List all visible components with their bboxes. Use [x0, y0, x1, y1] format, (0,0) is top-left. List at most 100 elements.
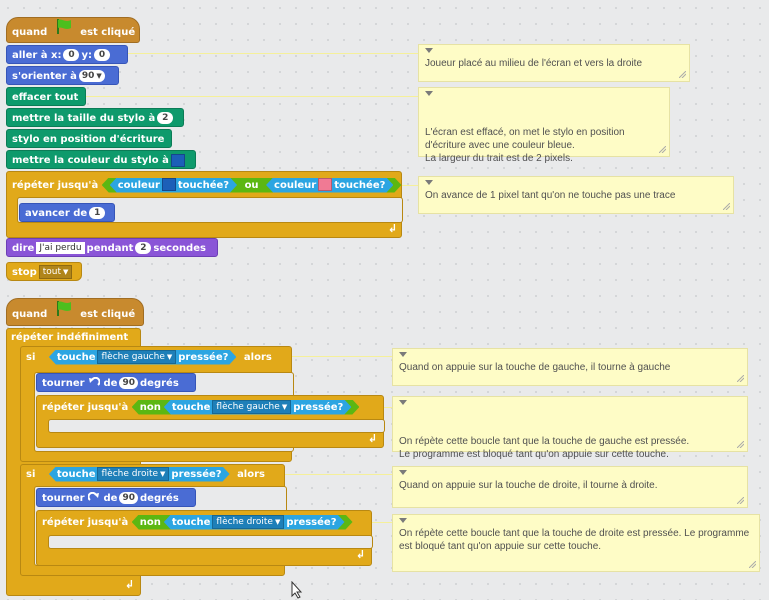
block-label: de	[103, 493, 118, 504]
block-label: tourner	[42, 378, 85, 389]
sensing-label: pressée?	[286, 516, 337, 528]
comment-text: Quand on appuie sur la touche de gauche,…	[399, 362, 671, 373]
block-label: degrés	[140, 378, 179, 389]
hat-label: quand	[12, 309, 48, 320]
degrees-input[interactable]: 90	[119, 492, 138, 504]
resize-grip-icon[interactable]	[749, 561, 756, 568]
clear-block[interactable]: effacer tout	[6, 87, 86, 106]
comment-connector	[384, 407, 392, 408]
degrees-input[interactable]: 90	[119, 377, 138, 389]
collapse-triangle-icon[interactable]	[425, 91, 433, 96]
collapse-triangle-icon[interactable]	[399, 518, 407, 523]
collapse-triangle-icon[interactable]	[399, 400, 407, 405]
comment-connector	[128, 53, 418, 54]
comment-text: Joueur placé au milieu de l'écran et ver…	[425, 58, 643, 69]
direction-input[interactable]: 90▼	[78, 70, 105, 82]
green-flag-icon	[55, 299, 73, 325]
dropdown-arrow-icon: ▼	[63, 268, 69, 276]
loop-arrow-icon: ↲	[356, 548, 366, 561]
when-flag-clicked-hat-block[interactable]: quand est cliqué	[6, 17, 140, 43]
resize-grip-icon[interactable]	[723, 203, 730, 210]
comment-note[interactable]: On avance de 1 pixel tant qu'on ne touch…	[418, 176, 734, 214]
resize-grip-icon[interactable]	[659, 146, 666, 153]
direction-value: 90	[81, 71, 95, 81]
sensing-label: touchée?	[334, 179, 386, 191]
collapse-triangle-icon[interactable]	[399, 352, 407, 357]
comment-text: L'écran est effacé, on met le stylo en p…	[425, 127, 625, 164]
x-input[interactable]: 0	[63, 49, 80, 61]
set-pen-color-block[interactable]: mettre la couleur du stylo à	[6, 150, 196, 169]
block-label: répéter jusqu'à	[12, 180, 99, 191]
sensing-label: couleur	[274, 179, 317, 191]
say-text-input[interactable]: J'ai perdu	[36, 242, 85, 254]
comment-note[interactable]: Joueur placé au milieu de l'écran et ver…	[418, 44, 690, 82]
block-label: répéter jusqu'à	[42, 402, 129, 413]
key-option: flèche droite	[216, 516, 273, 527]
block-label: tourner	[42, 493, 85, 504]
y-input[interactable]: 0	[94, 49, 111, 61]
pen-color-swatch[interactable]	[170, 153, 185, 167]
forever-header: répéter indéfiniment	[6, 328, 133, 347]
collapse-triangle-icon[interactable]	[425, 48, 433, 53]
touching-color-2[interactable]: couleur touchée?	[266, 178, 393, 193]
touch-color-swatch-pink[interactable]	[318, 178, 332, 191]
pen-size-input[interactable]: 2	[157, 112, 174, 124]
key-dropdown[interactable]: flèche gauche▼	[212, 400, 291, 414]
block-label: de	[103, 378, 118, 389]
not-label: non	[139, 402, 161, 413]
resize-grip-icon[interactable]	[737, 375, 744, 382]
repeat-until-slot	[48, 535, 373, 549]
comment-note[interactable]: Quand on appuie sur la touche de gauche,…	[392, 348, 748, 386]
block-label: dire	[12, 243, 35, 254]
resize-grip-icon[interactable]	[737, 441, 744, 448]
secs-input[interactable]: 2	[135, 242, 152, 254]
comment-note[interactable]: Quand on appuie sur la touche de droite,…	[392, 466, 748, 508]
sensing-label: pressée?	[171, 468, 222, 480]
collapse-triangle-icon[interactable]	[425, 180, 433, 185]
or-label: ou	[244, 180, 259, 191]
block-label: stylo en position d'écriture	[12, 134, 165, 145]
key-dropdown[interactable]: flèche droite▼	[97, 467, 169, 481]
resize-grip-icon[interactable]	[679, 71, 686, 78]
hat-label-end: est cliqué	[80, 309, 136, 320]
comment-note[interactable]: L'écran est effacé, on met le stylo en p…	[418, 87, 670, 164]
pen-down-block[interactable]: stylo en position d'écriture	[6, 129, 172, 148]
block-label: stop	[12, 267, 37, 278]
comment-note[interactable]: On répète cette boucle tant que la touch…	[392, 514, 760, 572]
hat-label-end: est cliqué	[80, 27, 136, 38]
block-label: alors	[237, 469, 265, 480]
dropdown-arrow-icon: ▼	[166, 352, 173, 361]
stop-option: tout	[42, 267, 62, 277]
resize-grip-icon[interactable]	[737, 497, 744, 504]
block-label: s'orienter à	[12, 71, 77, 82]
collapse-triangle-icon[interactable]	[399, 470, 407, 475]
stop-option-dropdown[interactable]: tout▼	[38, 265, 73, 279]
block-label: secondes	[153, 243, 206, 254]
steps-input[interactable]: 1	[89, 207, 106, 219]
dropdown-arrow-icon: ▼	[160, 469, 166, 478]
block-label: alors	[243, 352, 272, 363]
key-dropdown[interactable]: flèche droite▼	[212, 515, 284, 529]
key-dropdown[interactable]: flèche gauche▼	[97, 350, 176, 364]
touch-color-swatch-blue[interactable]	[162, 178, 176, 191]
when-flag-clicked-hat-block[interactable]: quand est cliqué	[6, 298, 144, 326]
comment-note[interactable]: On répète cette boucle tant que la touch…	[392, 396, 748, 460]
